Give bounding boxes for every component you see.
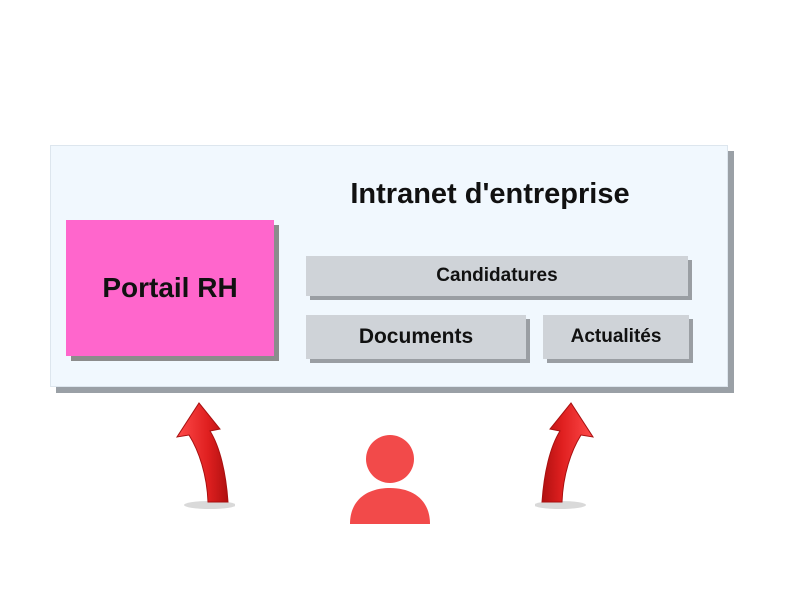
module-actualites-label: Actualités xyxy=(570,326,662,347)
module-candidatures: Candidatures xyxy=(306,256,688,296)
module-candidatures-label: Candidatures xyxy=(436,265,558,286)
module-documents-label: Documents xyxy=(358,325,474,348)
curved-up-arrow-icon xyxy=(175,402,235,509)
hr-portal-label: Portail RH xyxy=(102,272,238,303)
module-documents: Documents xyxy=(306,315,526,359)
module-actualites: Actualités xyxy=(543,315,689,359)
intranet-title: Intranet d'entreprise xyxy=(350,178,630,210)
curved-up-arrow-icon xyxy=(535,402,595,509)
hr-portal-box: Portail RH xyxy=(66,220,274,356)
user-icon xyxy=(350,435,430,524)
